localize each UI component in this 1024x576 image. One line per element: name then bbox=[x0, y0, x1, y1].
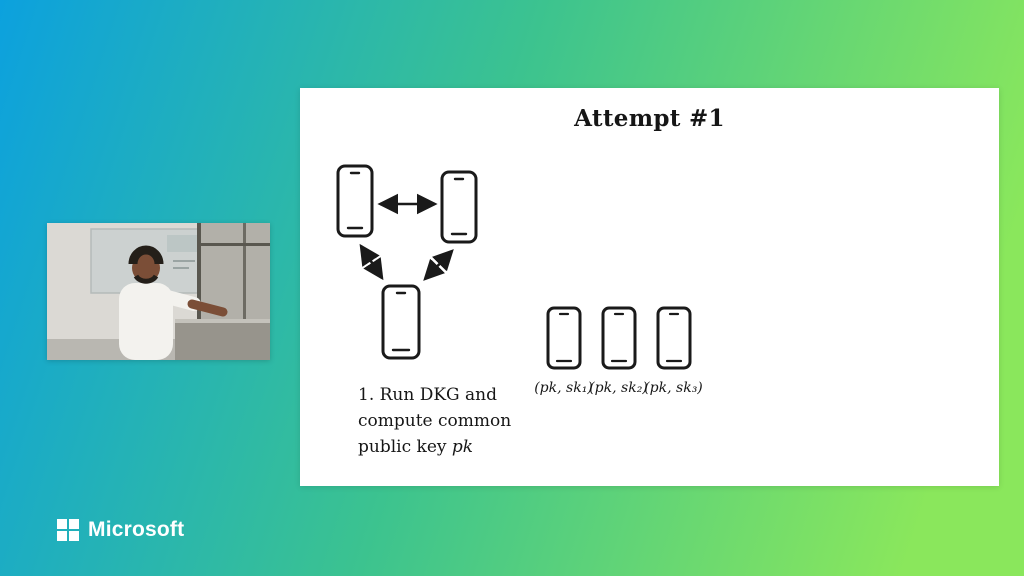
caption-line-3: public key pk bbox=[358, 434, 598, 460]
presenter-video-frame bbox=[47, 223, 270, 360]
phone-icon-share-2 bbox=[601, 306, 636, 370]
microsoft-logo: Microsoft bbox=[57, 518, 184, 542]
phone-icon-bottom bbox=[381, 284, 421, 360]
microsoft-wordmark: Microsoft bbox=[88, 518, 185, 541]
phone-unit-2: (pk, sk₂) bbox=[589, 306, 648, 396]
slide-title: Attempt #1 bbox=[574, 105, 725, 132]
key-label-2: (pk, sk₂) bbox=[589, 380, 648, 396]
dkg-triangle-diagram bbox=[336, 164, 478, 360]
phone-icon-share-3 bbox=[656, 306, 691, 370]
caption-line-3-text: public key bbox=[358, 437, 452, 457]
phone-icon-top-left bbox=[336, 164, 374, 238]
phone-icon-top-right bbox=[440, 170, 478, 244]
key-label-1: (pk, sk₁) bbox=[534, 380, 593, 396]
arrow-left-bottom bbox=[359, 243, 384, 281]
presenter-video bbox=[47, 223, 270, 360]
logo-square-1 bbox=[57, 519, 67, 529]
phone-unit-3: (pk, sk₃) bbox=[644, 306, 703, 396]
logo-square-4 bbox=[69, 531, 79, 541]
logo-square-2 bbox=[69, 519, 79, 529]
caption-pk-symbol: pk bbox=[451, 437, 474, 457]
caption-line-1: 1. Run DKG and bbox=[358, 385, 498, 405]
caption-line-2: compute common bbox=[358, 411, 512, 431]
microsoft-logo-squares bbox=[57, 519, 79, 541]
presenter-figure bbox=[119, 245, 228, 360]
dkg-caption: 1. Run DKG and compute common public key… bbox=[358, 382, 598, 460]
presentation-slide: Attempt #1 bbox=[300, 88, 999, 486]
logo-square-3 bbox=[57, 531, 67, 541]
phone-unit-1: (pk, sk₁) bbox=[534, 306, 593, 396]
key-label-3: (pk, sk₃) bbox=[644, 380, 703, 396]
key-share-phones: (pk, sk₁) (pk, sk₂) (pk, sk₃) bbox=[534, 306, 703, 396]
arrow-right-bottom bbox=[423, 249, 454, 281]
phone-icon-share-1 bbox=[546, 306, 581, 370]
